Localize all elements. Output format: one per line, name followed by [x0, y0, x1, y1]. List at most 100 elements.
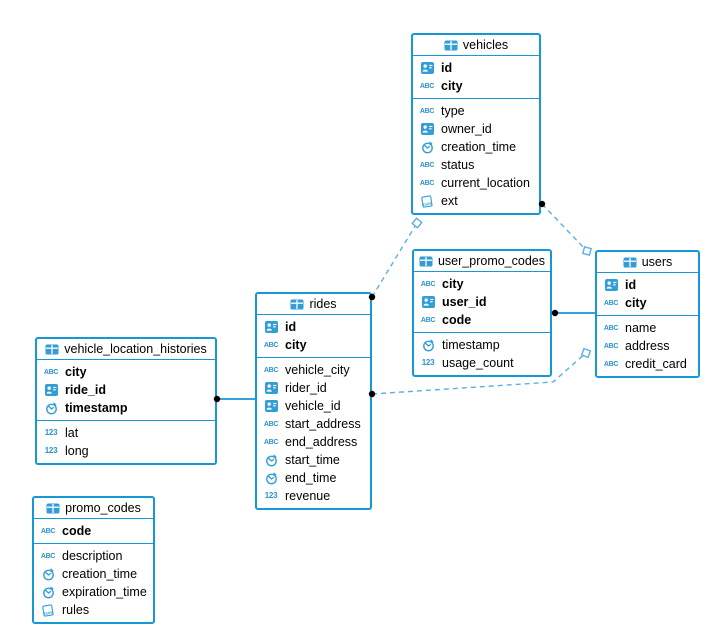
timestamp-clock-icon: [421, 141, 433, 153]
string-abc-icon: ABC: [603, 299, 619, 307]
table-name: vehicle_location_histories: [64, 342, 207, 356]
table-icon: [444, 40, 458, 50]
column-label: description: [62, 549, 123, 563]
json-icon: JSON: [421, 194, 433, 208]
column-label: creation_time: [62, 567, 138, 581]
relationship-rides-vehicles: [371, 222, 418, 298]
column-long[interactable]: 123 long: [37, 442, 215, 460]
column-lat[interactable]: 123 lat: [37, 424, 215, 442]
column-credit_card[interactable]: ABC credit_card: [597, 355, 698, 373]
column-label: id: [625, 278, 637, 292]
column-label: lat: [65, 426, 79, 440]
column-start_time[interactable]: start_time: [257, 451, 370, 469]
column-ext[interactable]: JSON ext: [413, 192, 539, 210]
uuid-icon: [44, 384, 58, 396]
column-label: user_id: [442, 295, 487, 309]
table-header[interactable]: user_promo_codes: [414, 251, 550, 272]
string-abc-icon: ABC: [603, 360, 619, 368]
table-icon: [623, 257, 637, 267]
column-timestamp[interactable]: timestamp: [37, 399, 215, 417]
column-id[interactable]: id: [413, 59, 539, 77]
svg-text:JSON: JSON: [422, 201, 433, 207]
column-label: type: [441, 104, 465, 118]
column-creation_time[interactable]: creation_time: [34, 565, 153, 583]
timestamp-clock-icon: [265, 454, 277, 466]
column-label: end_time: [285, 471, 337, 485]
column-label: start_time: [285, 453, 340, 467]
uuid-icon: [421, 296, 435, 308]
column-vehicle_id[interactable]: vehicle_id: [257, 397, 370, 415]
column-label: rules: [62, 603, 90, 617]
column-rules[interactable]: JSON rules: [34, 601, 153, 619]
relationship-vehicles-users: [541, 203, 588, 252]
table-header[interactable]: users: [597, 252, 698, 273]
column-id[interactable]: id: [257, 318, 370, 336]
column-label: long: [65, 444, 89, 458]
string-abc-icon: ABC: [263, 438, 279, 446]
column-end_time[interactable]: end_time: [257, 469, 370, 487]
timestamp-clock-icon: [265, 472, 277, 484]
column-label: status: [441, 158, 475, 172]
column-ride_id[interactable]: ride_id: [37, 381, 215, 399]
column-owner_id[interactable]: owner_id: [413, 120, 539, 138]
column-rider_id[interactable]: rider_id: [257, 379, 370, 397]
column-timestamp[interactable]: timestamp: [414, 336, 550, 354]
column-label: timestamp: [442, 338, 500, 352]
column-creation_time[interactable]: creation_time: [413, 138, 539, 156]
number-123-icon: 123: [421, 358, 435, 367]
column-user_id[interactable]: user_id: [414, 293, 550, 311]
column-expiration_time[interactable]: expiration_time: [34, 583, 153, 601]
column-label: credit_card: [625, 357, 687, 371]
column-label: revenue: [285, 489, 331, 503]
table-header[interactable]: rides: [257, 294, 370, 315]
column-label: ext: [441, 194, 458, 208]
table-header[interactable]: promo_codes: [34, 498, 153, 519]
number-123-icon: 123: [44, 428, 58, 437]
table-name: users: [641, 255, 673, 269]
table-header[interactable]: vehicle_location_histories: [37, 339, 215, 360]
string-abc-icon: ABC: [40, 527, 56, 535]
table-icon: [419, 256, 433, 266]
table-icon: [45, 344, 59, 354]
table-icon: [46, 503, 60, 513]
cardinality-dot: [551, 309, 559, 317]
column-id[interactable]: id: [597, 276, 698, 294]
timestamp-clock-icon: [422, 339, 434, 351]
column-label: start_address: [285, 417, 361, 431]
column-label: address: [625, 339, 670, 353]
string-abc-icon: ABC: [263, 341, 279, 349]
json-icon: JSON: [42, 603, 54, 617]
column-label: expiration_time: [62, 585, 147, 599]
timestamp-clock-icon: [42, 586, 54, 598]
table-header[interactable]: vehicles: [413, 35, 539, 56]
number-123-icon: 123: [44, 446, 58, 455]
